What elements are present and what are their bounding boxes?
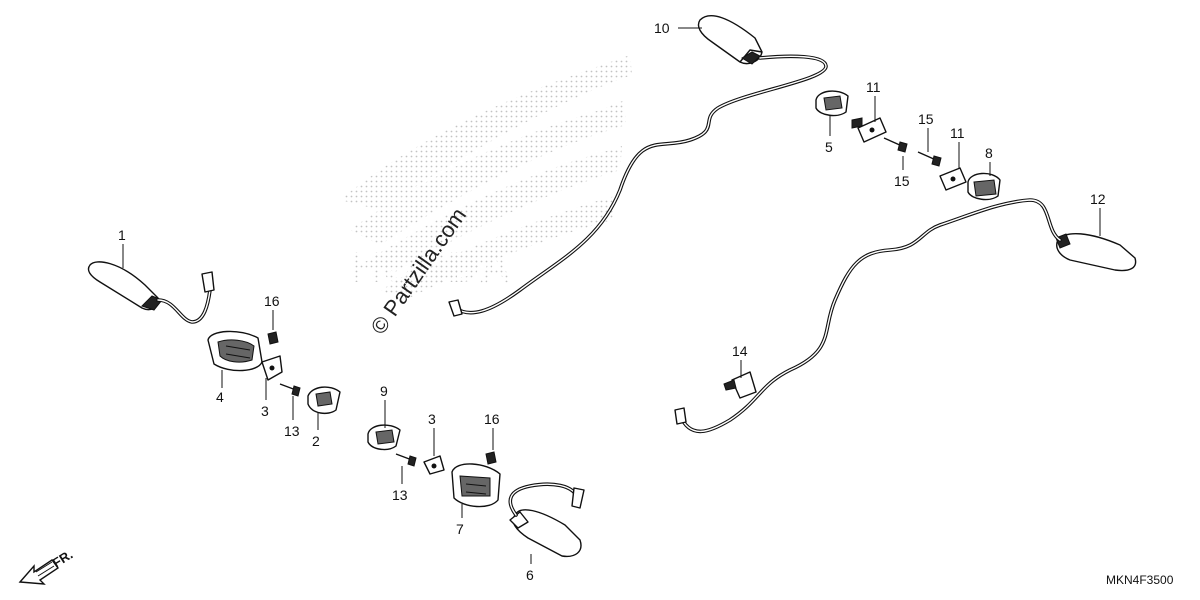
callout-15-top: 15 [918, 111, 934, 127]
leader-lines [122, 27, 1101, 564]
bracket-8[interactable] [967, 172, 1001, 201]
callout-11-top: 11 [866, 79, 881, 95]
rubber-mount-7[interactable] [451, 463, 501, 508]
callout-3-left: 3 [261, 403, 269, 419]
callout-13-left: 13 [284, 423, 300, 439]
callout-12: 12 [1090, 191, 1106, 207]
callout-6: 6 [526, 567, 534, 583]
diagram-code: MKN4F3500 [1106, 573, 1174, 587]
screw-16-right[interactable] [485, 451, 497, 465]
callout-13-right: 13 [392, 487, 408, 503]
clip-14[interactable] [723, 371, 757, 399]
plate-3-right[interactable] [423, 455, 445, 475]
turn-signal-6[interactable] [509, 509, 582, 558]
front-label: FR. [50, 547, 76, 571]
callout-1: 1 [118, 227, 126, 243]
screw-16-left[interactable] [267, 331, 279, 345]
callout-16-left: 16 [264, 293, 280, 309]
plate-11-right[interactable] [939, 167, 967, 191]
rubber-mount-4[interactable] [207, 330, 263, 372]
callout-4: 4 [216, 389, 224, 405]
callout-9: 9 [380, 383, 388, 399]
honda-brand-watermark: HONDA [350, 243, 511, 292]
callout-10: 10 [654, 20, 670, 36]
cable-12 [674, 198, 1062, 434]
honda-wing-watermark: HONDA [340, 55, 632, 300]
callout-16-right: 16 [484, 411, 500, 427]
callout-15-bottom: 15 [894, 173, 910, 189]
bolt-15-top[interactable] [883, 137, 908, 153]
callout-8: 8 [985, 145, 993, 161]
bracket-2[interactable] [307, 386, 341, 415]
front-direction-arrow: FR. [18, 547, 76, 585]
cable-6 [508, 482, 585, 517]
cable-10 [448, 54, 828, 317]
callout-11-right: 11 [950, 125, 965, 141]
cable-1 [156, 271, 215, 324]
plate-11-top[interactable] [851, 117, 887, 143]
callout-5: 5 [825, 139, 833, 155]
bolt-15-right[interactable] [917, 151, 942, 167]
callout-14: 14 [732, 343, 748, 359]
bracket-9[interactable] [367, 424, 401, 451]
callout-2: 2 [312, 433, 320, 449]
turn-signal-12[interactable] [1055, 232, 1137, 272]
turn-signal-10[interactable] [697, 15, 763, 65]
callout-3-right: 3 [428, 411, 436, 427]
plate-3-left[interactable] [261, 355, 283, 381]
bolt-13-left[interactable] [279, 383, 301, 397]
turn-signal-1[interactable] [87, 261, 163, 311]
callout-7: 7 [456, 521, 464, 537]
bracket-5[interactable] [815, 90, 849, 117]
bolt-13-right[interactable] [395, 453, 417, 467]
